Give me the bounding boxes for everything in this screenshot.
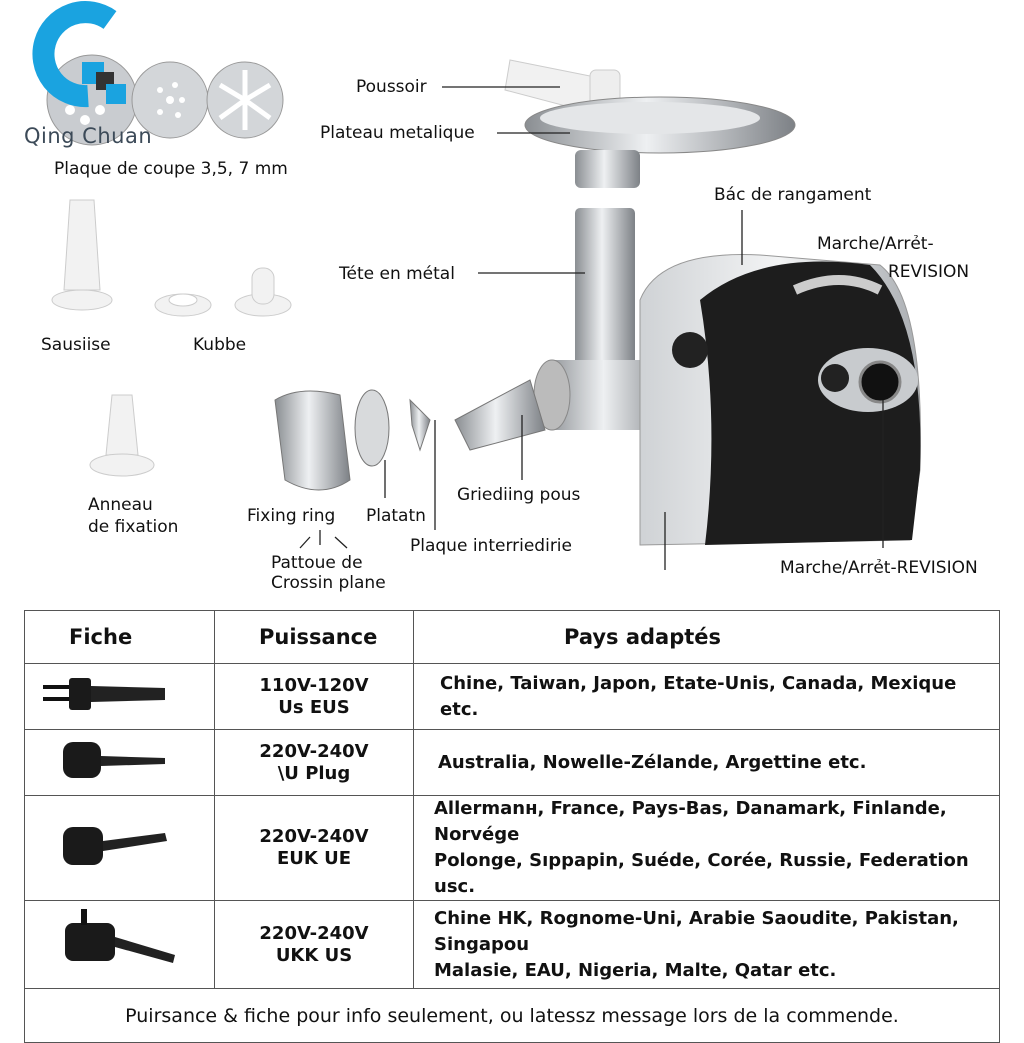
header-plug: Fiche xyxy=(24,610,215,664)
label-ring-2: de fixation xyxy=(88,517,179,537)
header-countries: Pays adaptés xyxy=(413,610,1000,664)
label-plate: Platatn xyxy=(366,506,426,526)
us-plug-icon xyxy=(24,663,215,730)
label-head: Téte en métal xyxy=(339,264,455,284)
power-plug-type: EUK UE xyxy=(276,848,352,869)
power-voltage: 220V-240V xyxy=(259,922,369,944)
label-sausage: Sausiise xyxy=(41,335,111,355)
label-cutting-plates: Plaque de coupe 3,5, 7 mm xyxy=(54,159,288,179)
power-plug-type: UKK US xyxy=(275,944,353,966)
label-switch-top-2: REVISION xyxy=(888,262,970,282)
machine-body xyxy=(639,254,921,546)
footer-note: Puirsance & fiche pour info seulement, o… xyxy=(24,988,1000,1043)
uk-plug-icon xyxy=(24,900,215,989)
cutting-plates xyxy=(46,54,284,146)
label-grinding: Griediing pous xyxy=(457,485,581,505)
power-voltage: 220V-240V xyxy=(259,740,369,762)
label-kubbe: Kubbe xyxy=(193,335,247,355)
label-pusher: Poussoir xyxy=(356,77,427,97)
label-crossin-1: Pattoue de xyxy=(271,553,363,573)
countries-line: Chine, Taiwan, Japon, Etate-Unis, Canada… xyxy=(440,672,957,720)
product-illustration xyxy=(32,1,921,570)
countries-line: Malasie, EAU, Nigeria, Malte, Qatar etc. xyxy=(434,959,837,981)
label-ring-1: Anneau xyxy=(88,495,153,515)
countries-line: Chine HK, Rognome-Uni, Arabie Saoudite, … xyxy=(434,907,959,955)
label-switch-bottom: Marche/Arrẻt-REVISION xyxy=(780,558,978,578)
brand-logo xyxy=(32,1,126,108)
table-row: 220V-240V\U Plug Australia, Nowelle-Zéla… xyxy=(24,729,1000,796)
power-voltage: 110V-120V xyxy=(259,674,369,696)
label-storage: Bác de rangament xyxy=(714,185,872,205)
pusher-and-tray xyxy=(504,59,796,188)
table-header-row: Fiche Puissance Pays adaptés xyxy=(24,610,1000,664)
brand-logo-text: Qing Chuan xyxy=(24,124,153,148)
header-power: Puissance xyxy=(214,610,414,664)
label-fixing-ring: Fixing ring xyxy=(247,506,336,526)
label-crossin-2: Crossin plane xyxy=(271,573,386,593)
exploded-parts xyxy=(274,379,546,491)
power-plug-type: Us EUS xyxy=(278,696,350,718)
leader-lines xyxy=(299,86,884,570)
countries-line: Allermanн, France, Pays-Bas, Danamark, F… xyxy=(434,798,947,845)
countries-line: Polonge, Sıppapin, Suéde, Corée, Russie,… xyxy=(434,850,969,897)
countries-line: Australia, Nowelle-Zélande, Argettine et… xyxy=(438,751,867,773)
power-voltage: 220V-240V xyxy=(259,826,369,847)
label-inter-plate: Plaque interriedirie xyxy=(410,536,572,556)
eu-plug-icon xyxy=(24,795,215,901)
table-footer-row: Puirsance & fiche pour info seulement, o… xyxy=(24,988,1000,1043)
attachments xyxy=(51,199,292,477)
label-tray: Plateau metalique xyxy=(320,123,475,143)
power-plug-type: \U Plug xyxy=(277,762,351,784)
label-switch-top-1: Marche/Arrẻt- xyxy=(817,234,934,254)
au-plug-icon xyxy=(24,729,215,796)
